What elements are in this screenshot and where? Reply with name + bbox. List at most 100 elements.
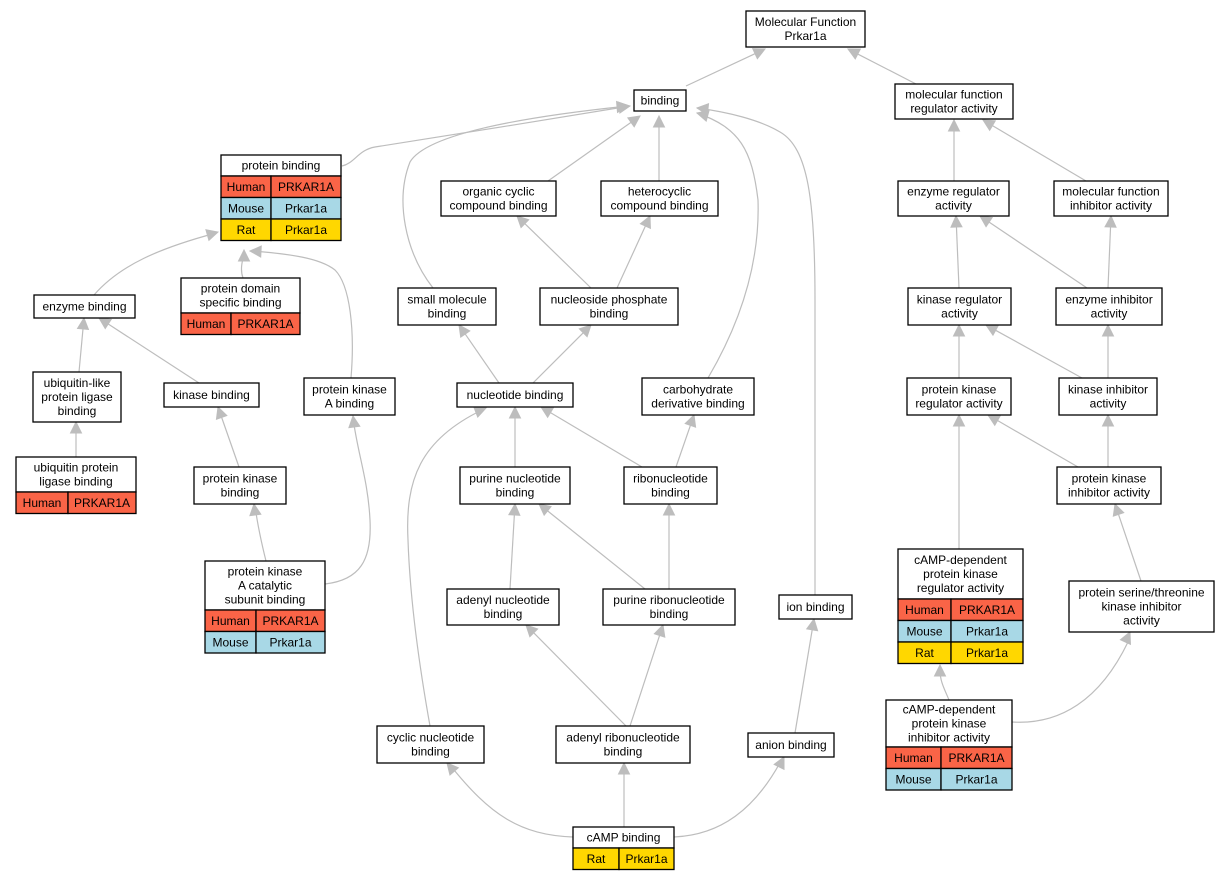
edge-protein-domain-to-protein-binding-arrowhead [237, 248, 251, 262]
edge-enzyme-binding-to-protein-binding-arrowhead [205, 229, 220, 242]
edge-pka-catalytic-to-protein-kinase-binding-arrowhead [249, 502, 262, 517]
edge-camp-binding-to-cyclic-nucleotide [446, 762, 574, 838]
edge-protein-binding-to-binding [341, 101, 632, 167]
node-protein-domain-label: protein domain [201, 282, 280, 296]
node-organic-cyclic-label: organic cyclic [462, 185, 534, 199]
edge-kinase-binding-to-enzyme-binding [98, 317, 200, 384]
edge-ribonucleotide-to-nucleotide-binding [540, 406, 643, 468]
edge-ribonucleotide-to-nucleotide-binding-arrowhead [540, 406, 555, 419]
node-ubiquitin-protein-label: ligase binding [39, 475, 112, 489]
node-mf-regulator-label: regulator activity [910, 102, 997, 116]
node-ribonucleotide-label: ribonucleotide [633, 472, 708, 486]
edge-cyclic-nucleotide-to-nucleotide-binding [407, 406, 488, 727]
node-protein-kinase-binding-label: binding [221, 486, 260, 500]
node-enzyme-inhibitor-label: activity [1091, 307, 1128, 321]
edge-protein-binding-to-binding-line [341, 105, 631, 167]
gene-symbol: PRKAR1A [959, 603, 1015, 617]
node-kinase-binding[interactable]: kinase binding [163, 382, 260, 408]
node-enzyme-regulator-label: activity [935, 199, 972, 213]
node-pk-regulator-box [906, 377, 1012, 416]
species-name: Rat [915, 646, 934, 660]
edge-ubiquitin-protein-to-ubiquitin-like-arrowhead [69, 420, 83, 434]
node-pka-catalytic-box [204, 560, 326, 611]
node-anion-binding[interactable]: anion binding [747, 732, 835, 758]
node-kinase-regulator-label: activity [941, 307, 978, 321]
edge-kinase-regulator-to-enzyme-regulator-line [955, 226, 960, 289]
edge-pk-inhibitor-to-kinase-inhibitor-arrowhead [1101, 413, 1115, 427]
node-ion-binding-label: ion binding [786, 600, 844, 614]
node-mf-inhibitor-label: molecular function [1062, 185, 1159, 199]
node-camp-pk-regulator-label: regulator activity [917, 581, 1004, 595]
node-pka-binding-label: A binding [325, 397, 374, 411]
edge-pk-inhibitor-to-pk-regulator-line [997, 419, 1079, 468]
node-nucleoside-phosphate-box [539, 287, 679, 326]
node-adenyl-ribonucleotide-label: adenyl ribonucleotide [566, 731, 680, 745]
edge-kinase-inhibitor-to-enzyme-inhibitor [1101, 323, 1115, 378]
node-anion-binding-label: anion binding [755, 738, 826, 752]
gene-symbol: PRKAR1A [74, 496, 130, 510]
edge-pk-regulator-to-kinase-regulator [952, 323, 966, 378]
edge-camp-pk-regulator-to-pk-regulator [952, 413, 966, 549]
node-camp-pk-inhibitor-label: cAMP-dependent [903, 703, 996, 717]
gene-symbol: Prkar1a [625, 852, 667, 866]
edge-ser-thr-inhibitor-to-pk-inhibitor [1112, 502, 1142, 582]
edge-cyclic-nucleotide-to-nucleotide-binding-line [407, 409, 483, 727]
node-nucleotide-binding[interactable]: nucleotide binding [456, 382, 574, 408]
edge-adenyl-ribonucleotide-to-purine-ribonucleotide-line [629, 635, 661, 727]
node-ion-binding[interactable]: ion binding [778, 594, 853, 620]
node-ion-binding-box [778, 594, 853, 620]
edge-camp-pk-inhibitor-to-ser-thr-inhibitor-arrowhead [1119, 630, 1131, 646]
edge-adenyl-nucleotide-to-purine-nucleotide-line [509, 514, 515, 590]
node-kinase-regulator-box [907, 287, 1012, 326]
edge-kinase-binding-to-enzyme-binding-line [107, 323, 200, 384]
node-pk-regulator-label: protein kinase [922, 383, 997, 397]
edge-protein-domain-to-protein-binding [237, 248, 251, 279]
node-enzyme-binding[interactable]: enzyme binding [33, 294, 136, 319]
node-mf-regulator-box [894, 83, 1014, 120]
node-pk-inhibitor-label: inhibitor activity [1068, 486, 1150, 500]
node-nucleotide-binding-label: nucleotide binding [467, 388, 564, 402]
edge-heterocyclic-to-binding [652, 114, 666, 181]
node-mf-regulator-label: molecular function [905, 88, 1002, 102]
edge-camp-binding-to-anion-binding [673, 755, 785, 838]
node-binding[interactable]: binding [633, 89, 687, 112]
edge-organic-cyclic-to-binding-line [547, 121, 632, 182]
node-pka-binding-box [303, 377, 396, 416]
node-adenyl-nucleotide-label: adenyl nucleotide [456, 593, 550, 607]
gene-symbol: Prkar1a [966, 646, 1008, 660]
edge-pka-catalytic-to-pka-binding-arrowhead [348, 414, 361, 429]
edge-camp-pk-inhibitor-to-ser-thr-inhibitor-line [1011, 641, 1129, 723]
gene-cell [940, 767, 1013, 791]
